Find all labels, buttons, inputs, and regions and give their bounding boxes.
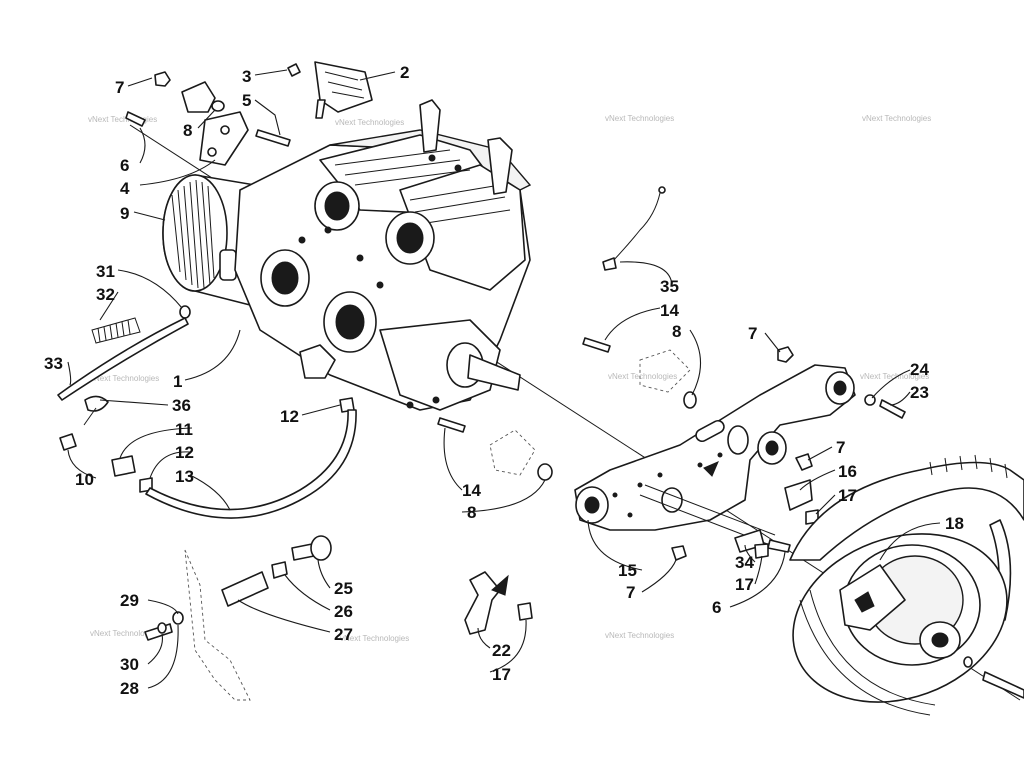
- callout-5: 5: [242, 91, 251, 110]
- watermark: vNext Technologies: [340, 634, 409, 643]
- callout-7: 7: [626, 583, 635, 602]
- callout-12: 12: [280, 407, 299, 426]
- bracket-22: [464, 571, 533, 635]
- callout-35: 35: [660, 277, 679, 296]
- callout-31: 31: [96, 262, 115, 281]
- callout-17: 17: [492, 665, 511, 684]
- callout-6: 6: [120, 156, 129, 175]
- engine-block: [234, 99, 532, 411]
- leader-lines: [67, 69, 941, 689]
- watermark: vNext Technologies: [605, 631, 674, 640]
- watermark: vNext Technologies: [605, 114, 674, 123]
- callout-6: 6: [712, 598, 721, 617]
- watermark: vNext Technologies: [608, 372, 677, 381]
- left-hoses: [57, 305, 357, 519]
- watermark: vNext Technologies: [862, 114, 931, 123]
- callout-7: 7: [115, 78, 124, 97]
- callout-29: 29: [120, 591, 139, 610]
- callout-4: 4: [120, 179, 130, 198]
- callout-30: 30: [120, 655, 139, 674]
- top-left-parts: [125, 61, 373, 166]
- callout-15: 15: [618, 561, 637, 580]
- callout-17: 17: [838, 486, 857, 505]
- callout-27: 27: [334, 625, 353, 644]
- callout-11: 11: [175, 420, 193, 439]
- callout-1: 1: [173, 372, 182, 391]
- watermark: vNext Technologies: [88, 115, 157, 124]
- callout-labels: 7 3 2 5 8 6 4 9 31 32 33 1 36 11 12 12 1…: [44, 63, 964, 698]
- callout-14: 14: [660, 301, 679, 320]
- callout-17: 17: [735, 575, 754, 594]
- callout-8: 8: [467, 503, 476, 522]
- callout-23: 23: [910, 383, 929, 402]
- callout-13: 13: [175, 467, 194, 486]
- callout-25: 25: [334, 579, 353, 598]
- callout-10: 10: [75, 470, 94, 489]
- callout-36: 36: [172, 396, 191, 415]
- drive-clutch: [789, 454, 1024, 716]
- callout-8: 8: [672, 322, 681, 341]
- callout-32: 32: [96, 285, 115, 304]
- callout-9: 9: [120, 204, 129, 223]
- callout-14: 14: [462, 481, 481, 500]
- callout-26: 26: [334, 602, 353, 621]
- callout-22: 22: [492, 641, 511, 660]
- callout-34: 34: [735, 553, 754, 572]
- callout-28: 28: [120, 679, 139, 698]
- callout-16: 16: [838, 462, 857, 481]
- callout-7: 7: [836, 438, 845, 457]
- watermark: vNext Technologies: [860, 372, 929, 381]
- mounting-plate: [574, 364, 856, 559]
- lower-left-bracket: [144, 535, 332, 701]
- watermark: vNext Technologies: [335, 118, 404, 127]
- watermark: vNext Technologies: [90, 629, 159, 638]
- callout-8: 8: [183, 121, 192, 140]
- watermark-layer: vNext Technologies vNext Technologies vN…: [88, 114, 931, 643]
- callout-33: 33: [44, 354, 63, 373]
- watermark: vNext Technologies: [90, 374, 159, 383]
- callout-7: 7: [748, 324, 757, 343]
- callout-12: 12: [175, 443, 194, 462]
- ground-wire: [602, 186, 666, 271]
- callout-3: 3: [242, 67, 251, 86]
- callout-24: 24: [910, 360, 929, 379]
- callout-2: 2: [400, 63, 409, 82]
- callout-18: 18: [945, 514, 964, 533]
